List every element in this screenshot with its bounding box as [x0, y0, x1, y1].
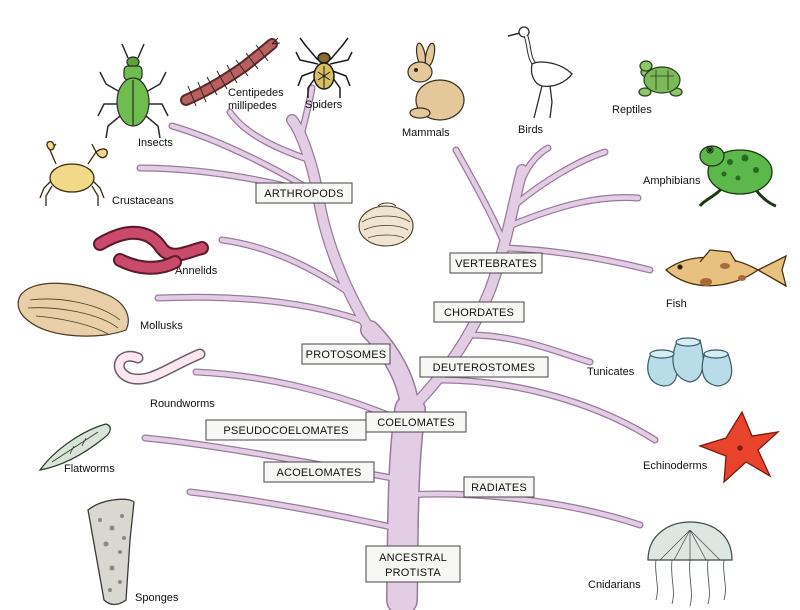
fish-label: Fish [666, 298, 687, 310]
egret-icon [507, 26, 573, 119]
arthropods-box: ARTHROPODS [255, 182, 353, 204]
echinoderms-branch [436, 376, 659, 444]
roundworm-icon [113, 348, 206, 385]
reptiles-label: Reptiles [612, 104, 652, 116]
vertebrates-label: VERTEBRATES [455, 258, 537, 270]
chordates-label: CHORDATES [444, 307, 514, 319]
sponge-icon [87, 498, 135, 606]
fish-icon [664, 249, 788, 288]
crustaceans-label: Crustaceans [112, 195, 174, 207]
cnidarians-label: Cnidarians [588, 579, 641, 591]
centipedes-label-line2: millipedes [228, 100, 277, 112]
starfish-icon [698, 410, 781, 484]
flatworm-icon [38, 423, 111, 471]
annelids-label: Annelids [175, 265, 218, 277]
scallop-shell-icon [358, 202, 414, 247]
protosomes-label: PROTOSOMES [306, 349, 387, 361]
arthropods-label: ARTHROPODS [264, 188, 343, 200]
sponges-label: Sponges [135, 592, 179, 604]
coelomates-label: COELOMATES [377, 417, 455, 429]
spider-icon [295, 37, 353, 98]
centipedes-label-line1: Centipedes [228, 87, 284, 99]
clam-icon [17, 282, 129, 337]
chordates-box: CHORDATES [433, 301, 525, 323]
crab-icon [39, 140, 108, 206]
pseudocoelomates-label: PSEUDOCOELOMATES [223, 425, 348, 437]
jellyfish-icon [647, 521, 733, 607]
acoelomates-label: ACOELOMATES [276, 467, 361, 479]
centipede-icon [180, 37, 281, 107]
turtle-icon [638, 60, 683, 97]
insects-label: Insects [138, 137, 173, 149]
coelomates-box: COELOMATES [365, 411, 467, 433]
ancestral-label-line2: PROTISTA [385, 567, 441, 579]
radiates-label: RADIATES [471, 482, 527, 494]
ancestral-label-line1: ANCESTRAL [379, 552, 447, 564]
protosomes-box: PROTOSOMES [301, 343, 391, 365]
echinoderms-label: Echinoderms [643, 460, 708, 472]
beetle-icon [97, 43, 169, 139]
earthworm-icon [93, 225, 209, 275]
spiders-label: Spiders [305, 99, 343, 111]
tree-branches [136, 84, 659, 610]
deuterostomes-box: DEUTEROSTOMES [419, 356, 549, 378]
animal-labels: Insects Centipedes millipedes Spiders Ma… [64, 87, 708, 604]
pseudocoelomates-box: PSEUDOCOELOMATES [205, 419, 367, 441]
birds-label: Birds [518, 124, 544, 136]
radiates-box: RADIATES [463, 476, 535, 498]
ancestral-protista-box: ANCESTRAL PROTISTA [365, 545, 461, 583]
tunicates-label: Tunicates [587, 366, 635, 378]
roundworms-label: Roundworms [150, 398, 215, 410]
deuterostomes-label: DEUTEROSTOMES [433, 362, 536, 374]
mollusks-label: Mollusks [140, 320, 183, 332]
frog-icon [698, 145, 777, 208]
acoelomates-box: ACOELOMATES [263, 461, 375, 483]
rabbit-icon [407, 42, 465, 121]
vertebrates-box: VERTEBRATES [449, 252, 543, 274]
tunicate-icon [647, 337, 733, 387]
flatworms-label: Flatworms [64, 463, 115, 475]
mammals-label: Mammals [402, 127, 450, 139]
amphibians-label: Amphibians [643, 175, 701, 187]
